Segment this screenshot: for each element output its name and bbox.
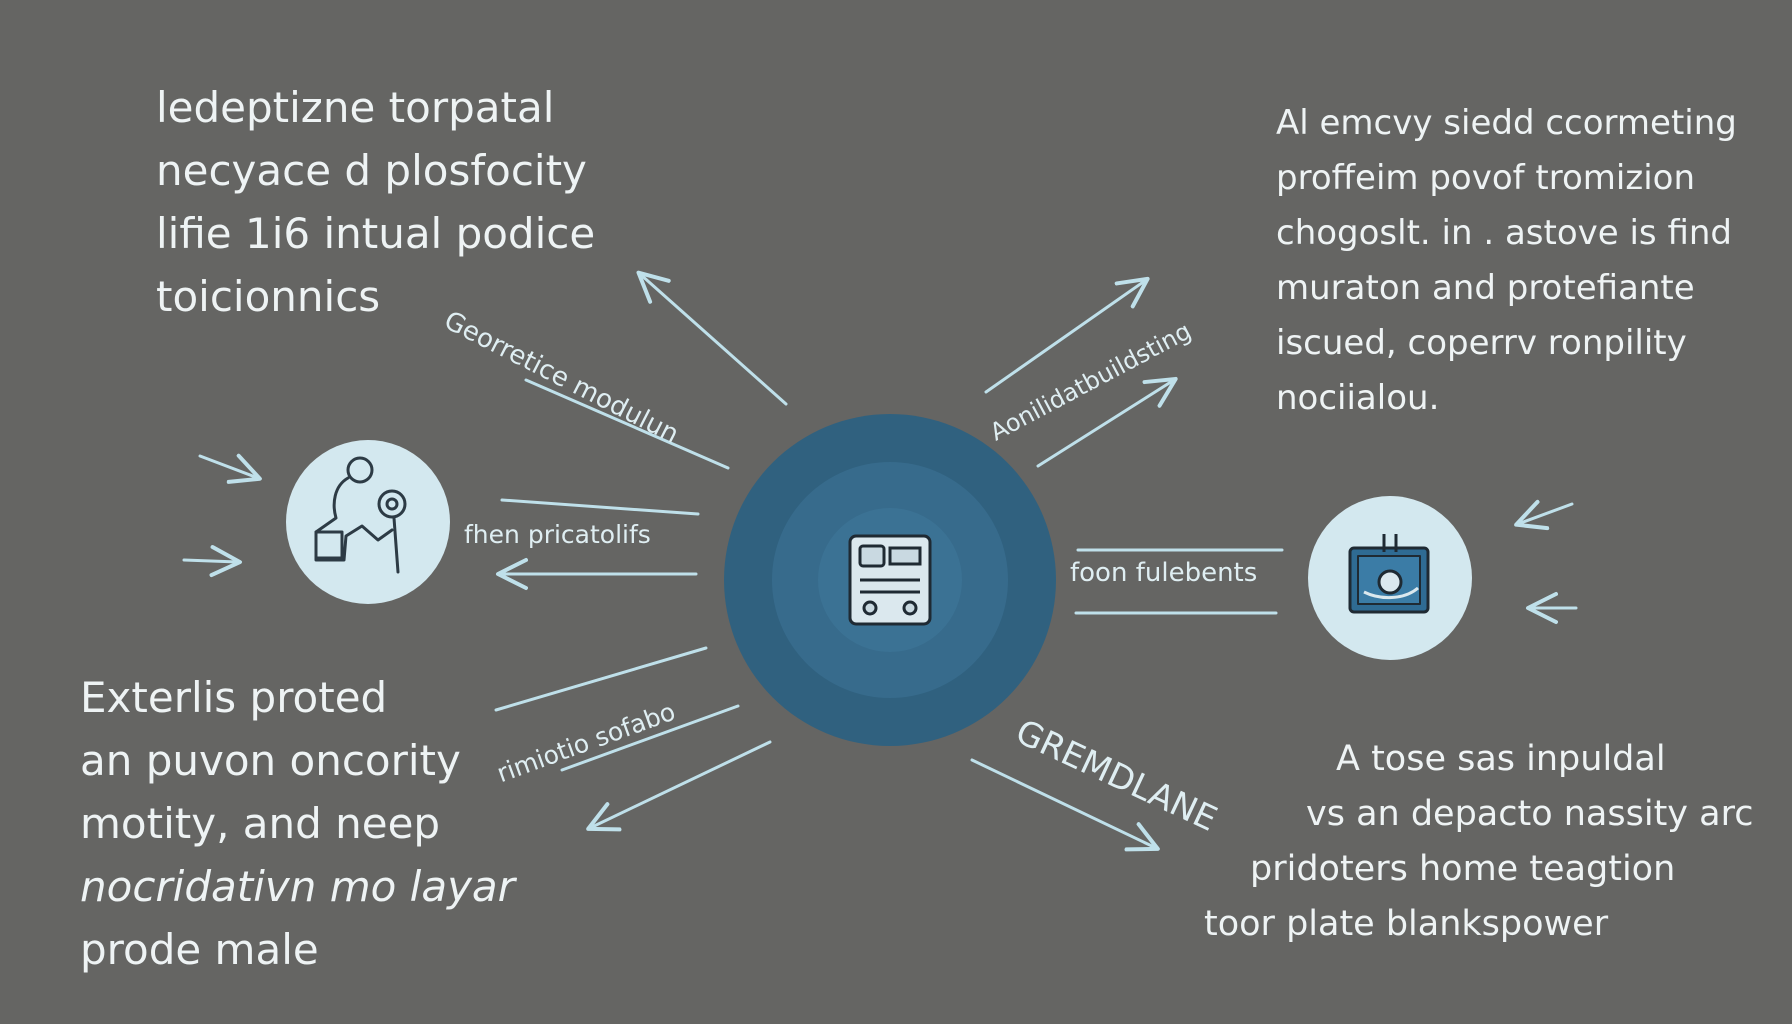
text-line: iscued, coperrv ronpility <box>1276 323 1687 363</box>
text-line: necyace d plosfocity <box>156 146 587 195</box>
arrow-bottom-right <box>970 758 1160 852</box>
arrow-top-left <box>636 270 788 406</box>
left-satellite <box>286 440 450 604</box>
text-block-bottom-left: Exterlis proted an puvon oncority motity… <box>80 666 515 981</box>
text-line: muraton and protefiante <box>1276 268 1695 308</box>
text-line: toicionnics <box>156 272 381 321</box>
monitor-robot-icon <box>1348 534 1430 614</box>
text-line: Exterlis proted <box>80 673 388 722</box>
text-line: toor plate blankspower <box>1204 904 1609 944</box>
text-block-bottom-right: A tose sas inpuldal vs an depacto nassit… <box>1000 732 1754 952</box>
line-solution-upper <box>494 646 708 712</box>
arrow-top-right-upper <box>984 276 1150 394</box>
arrow-top-right-lower <box>1036 376 1178 468</box>
text-line: pridoters home teagtion <box>1250 849 1676 889</box>
arrow-bottom-left <box>586 740 772 832</box>
document-panel-icon <box>848 534 932 626</box>
line-solution-lower <box>560 704 740 772</box>
arrow-label-foon: foon fulebents <box>1070 558 1258 588</box>
text-line: chogoslt. in . astove is find <box>1276 213 1732 253</box>
arrow-in-left-lower <box>182 545 242 578</box>
text-line: proffeim povof tromizion <box>1276 158 1695 198</box>
person-gear-icon <box>314 456 407 574</box>
text-line: vs an depacto nassity arc <box>1306 794 1754 834</box>
text-line: nociialou. <box>1276 378 1440 418</box>
arrow-in-right-upper <box>1514 499 1574 531</box>
text-line: motity, and neep <box>80 799 441 848</box>
text-block-top-right: Al emcvy siedd ccormeting proffeim povof… <box>1276 96 1737 426</box>
text-line: Al emcvy siedd ccormeting <box>1276 103 1737 143</box>
text-line: an puvon oncority <box>80 736 461 785</box>
central-hub <box>724 414 1056 746</box>
line-privacy-upper <box>500 498 700 516</box>
arrow-in-left-upper <box>198 453 262 484</box>
text-line: nocridativn mo layar <box>80 862 515 911</box>
text-line: lifie 1i6 intual podice <box>156 209 596 258</box>
arrow-label-privacy: fhen pricatolifs <box>464 520 651 549</box>
text-line: A tose sas inpuldal <box>1336 739 1666 779</box>
text-line: prode male <box>80 925 319 974</box>
right-satellite <box>1308 496 1472 660</box>
line-modulation <box>524 378 730 470</box>
text-block-top-left: ledeptizne torpatal necyace d plosfocity… <box>156 76 595 328</box>
text-line: ledeptizne torpatal <box>156 83 555 132</box>
